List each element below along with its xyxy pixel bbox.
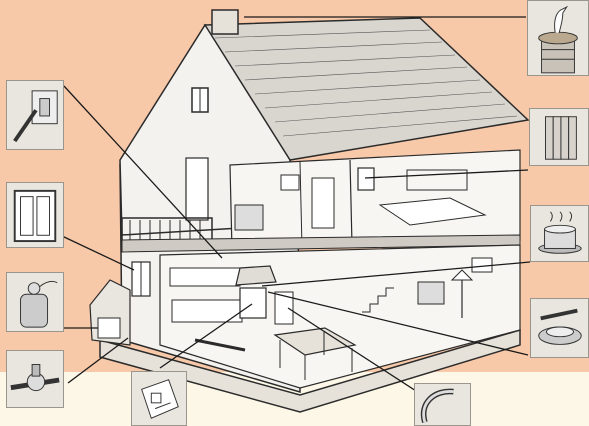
gas-stove <box>240 288 266 318</box>
bedroom-door <box>186 158 208 220</box>
cooker-hood <box>236 266 276 285</box>
armchair-living <box>418 282 444 304</box>
gas-cylinder-meter-icon <box>6 272 64 332</box>
upper-floor-room <box>230 150 520 250</box>
kitchen-cabinets <box>170 268 240 286</box>
living-room-picture <box>472 258 492 272</box>
window-icon <box>6 182 64 248</box>
chimney-with-stork-nest-icon <box>527 0 589 76</box>
garage-door <box>98 318 120 338</box>
gas-burner-icon <box>530 298 589 358</box>
gas-hose-icon <box>414 383 471 426</box>
electric-socket-icon <box>6 80 64 150</box>
wall-picture <box>281 175 299 190</box>
instruction-booklet-icon <box>131 371 187 426</box>
armchair-upper <box>235 205 263 230</box>
gas-valve-icon <box>6 350 64 408</box>
radiator-icon <box>529 108 589 166</box>
water-heater <box>358 168 374 190</box>
steaming-pot-icon <box>530 205 589 262</box>
chimney <box>212 10 238 34</box>
bathroom-door <box>312 178 334 228</box>
